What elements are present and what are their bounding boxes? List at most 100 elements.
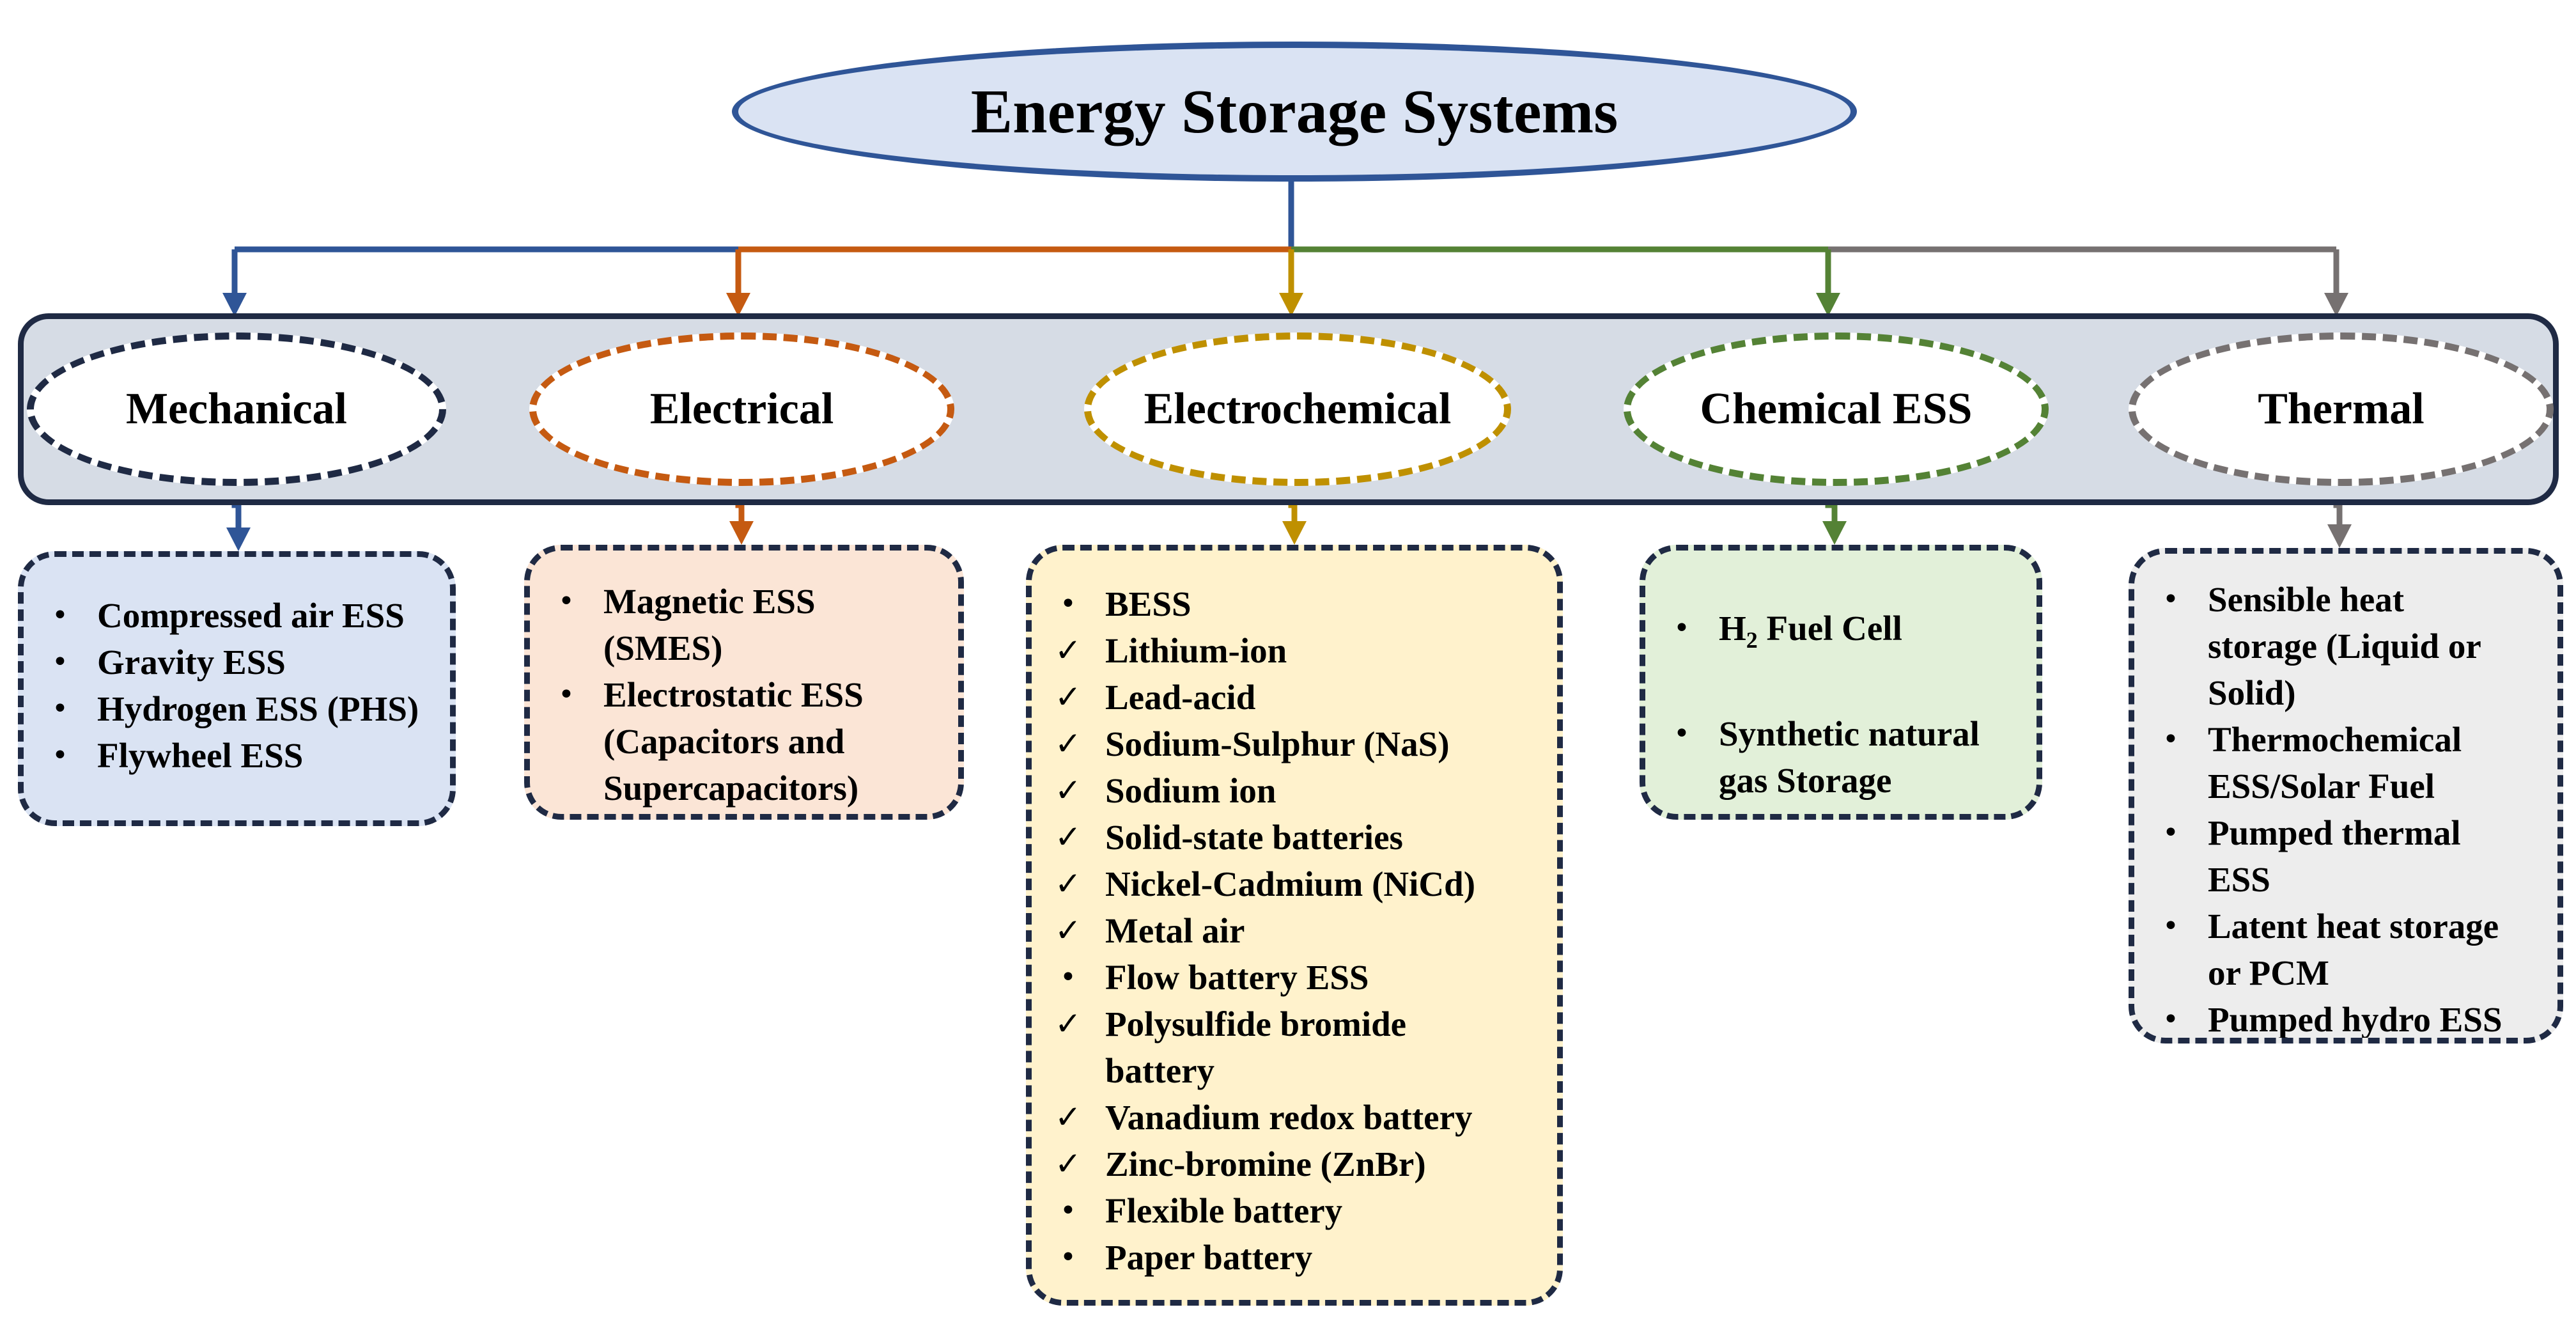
check-icon: ✓	[1055, 725, 1082, 762]
bullet-marker: •	[52, 646, 68, 678]
category-label-thermal: Thermal	[2258, 384, 2425, 434]
electrical-box: •Magnetic ESS(SMES)•Electrostatic ESS(Ca…	[524, 545, 964, 820]
bullet-marker: •	[558, 678, 575, 711]
category-label-mechanical: Mechanical	[125, 384, 348, 434]
list-item-text: ESS	[2208, 860, 2270, 899]
category-label-chemical: Chemical ESS	[1700, 384, 1973, 434]
check-icon: ✓	[1055, 818, 1082, 856]
arrowhead-electrical	[726, 293, 750, 317]
bullet-marker: •	[52, 692, 68, 725]
bullet-marker: •	[2162, 817, 2179, 849]
mechanical-box: • Compressed air ESS • Gravity ESS•Hydrogen…	[18, 551, 456, 826]
list-item-text: Flexible battery	[1105, 1191, 1343, 1230]
mechanical-list: • Compressed air ESS • Gravity ESS•Hydrogen…	[24, 557, 450, 779]
check-icon: ✓	[1055, 632, 1082, 669]
list-item-text: Flow battery ESS	[1105, 958, 1369, 997]
list-item-text: Flywheel ESS	[97, 736, 304, 775]
list-item-text: Vanadium redox battery	[1105, 1098, 1473, 1137]
arrowhead-mechanical-box	[226, 528, 251, 551]
list-item: • Pumped thermal	[2134, 809, 2557, 856]
category-label-electrochemical: Electrochemical	[1144, 384, 1452, 434]
bullet-marker: •	[558, 585, 575, 618]
bullet-marker: •	[2162, 910, 2179, 942]
list-item: battery	[1032, 1047, 1557, 1094]
check-icon: ✓	[1055, 865, 1082, 902]
bullet-marker: •	[1060, 588, 1076, 620]
list-item: • Electrostatic ESS	[530, 671, 958, 718]
list-item-text: Paper battery	[1105, 1238, 1313, 1277]
list-item-text: Solid-state batteries	[1105, 818, 1403, 857]
list-item-text: (SMES)	[603, 629, 723, 668]
list-item: • Sensible heat	[2134, 576, 2557, 623]
arrowhead-chemical-box	[1822, 521, 1847, 545]
list-item: •Latent heat storage	[2134, 903, 2557, 950]
list-item: • Flywheel ESS	[24, 732, 450, 779]
list-item: ✓ Sodium-Sulphur (NaS)	[1032, 721, 1557, 767]
list-item: ✓Nickel-Cadmium (NiCd)	[1032, 861, 1557, 907]
list-item: ESS	[2134, 856, 2557, 903]
list-item: •Hydrogen ESS (PHS)	[24, 685, 450, 732]
list-item-text: Electrostatic ESS	[603, 675, 864, 714]
list-item-text: Thermochemical	[2208, 720, 2462, 759]
list-item-text: Zinc-bromine (ZnBr)	[1105, 1145, 1426, 1184]
category-thermal: Thermal	[2129, 332, 2554, 486]
list-item-text: Pumped hydro ESS	[2208, 1000, 2502, 1039]
list-item-text: Sensible heat	[2208, 580, 2405, 619]
check-icon: ✓	[1055, 912, 1082, 949]
category-electrochemical: Electrochemical	[1084, 332, 1511, 486]
list-item: • Magnetic ESS	[530, 578, 958, 625]
list-item: •Flow battery ESS	[1032, 954, 1557, 1001]
list-item-text: ESS/Solar Fuel	[2208, 767, 2435, 806]
list-item: ✓ Vanadium redox battery	[1032, 1094, 1557, 1141]
list-item: ✓ Zinc-bromine (ZnBr)	[1032, 1141, 1557, 1187]
category-label-electrical: Electrical	[649, 384, 834, 434]
list-item: • BESS	[1032, 581, 1557, 627]
bullet-marker: •	[1060, 1241, 1076, 1274]
list-item-text: storage (Liquid or	[2208, 627, 2481, 666]
arrowhead-electrochemical	[1279, 293, 1303, 317]
arrowhead-mechanical	[222, 293, 247, 317]
list-item: ✓Sodium ion	[1032, 767, 1557, 814]
list-item-text: Lead-acid	[1105, 678, 1256, 717]
category-chemical: Chemical ESS	[1624, 332, 2049, 486]
list-item-text: Gravity ESS	[97, 643, 286, 682]
list-item-text: Sodium-Sulphur (NaS)	[1105, 724, 1450, 763]
arrowhead-chemical	[1816, 293, 1840, 317]
fuel-cell-prefix: H	[1719, 609, 1746, 648]
arrowhead-electrochemical-box	[1282, 521, 1307, 545]
list-item: ✓ Lithium-ion	[1032, 627, 1557, 674]
check-icon: ✓	[1055, 678, 1082, 715]
list-item: storage (Liquid or	[2134, 623, 2557, 669]
bullet-marker: •	[52, 599, 68, 632]
bullet-marker: •	[52, 739, 68, 772]
root-title: Energy Storage Systems	[970, 77, 1618, 146]
check-icon: ✓	[1055, 1005, 1082, 1042]
list-item: • Compressed air ESS	[24, 592, 450, 639]
root-node: Energy Storage Systems	[732, 42, 1857, 182]
bullet-marker: •	[1060, 1194, 1076, 1227]
bullet-marker: •	[1673, 717, 1690, 750]
list-item-text: Lithium-ion	[1105, 631, 1287, 670]
list-item: or PCM	[2134, 950, 2557, 996]
list-item: gas Storage	[1645, 757, 2037, 804]
list-item: • Gravity ESS	[24, 639, 450, 685]
bullet-marker: •	[2162, 723, 2179, 756]
bullet-marker: •	[2162, 583, 2179, 616]
list-item-text: Pumped thermal	[2208, 813, 2461, 852]
list-item-text: Polysulfide bromide	[1105, 1004, 1407, 1044]
list-item-text: gas Storage	[1719, 761, 1892, 800]
list-item-text: Sodium ion	[1105, 771, 1276, 810]
check-icon: ✓	[1055, 1098, 1082, 1136]
list-item: •Synthetic natural	[1645, 710, 2037, 757]
list-item-text: Compressed air ESS	[97, 596, 405, 635]
list-item-text: Supercapacitors)	[603, 769, 859, 808]
list-item-text: Magnetic ESS	[603, 582, 816, 621]
list-item: ✓Metal air	[1032, 907, 1557, 954]
check-icon: ✓	[1055, 1145, 1082, 1182]
list-item-text: BESS	[1105, 584, 1191, 623]
list-item: •Pumped hydro ESS	[2134, 996, 2557, 1039]
list-item: Solid)	[2134, 669, 2557, 716]
